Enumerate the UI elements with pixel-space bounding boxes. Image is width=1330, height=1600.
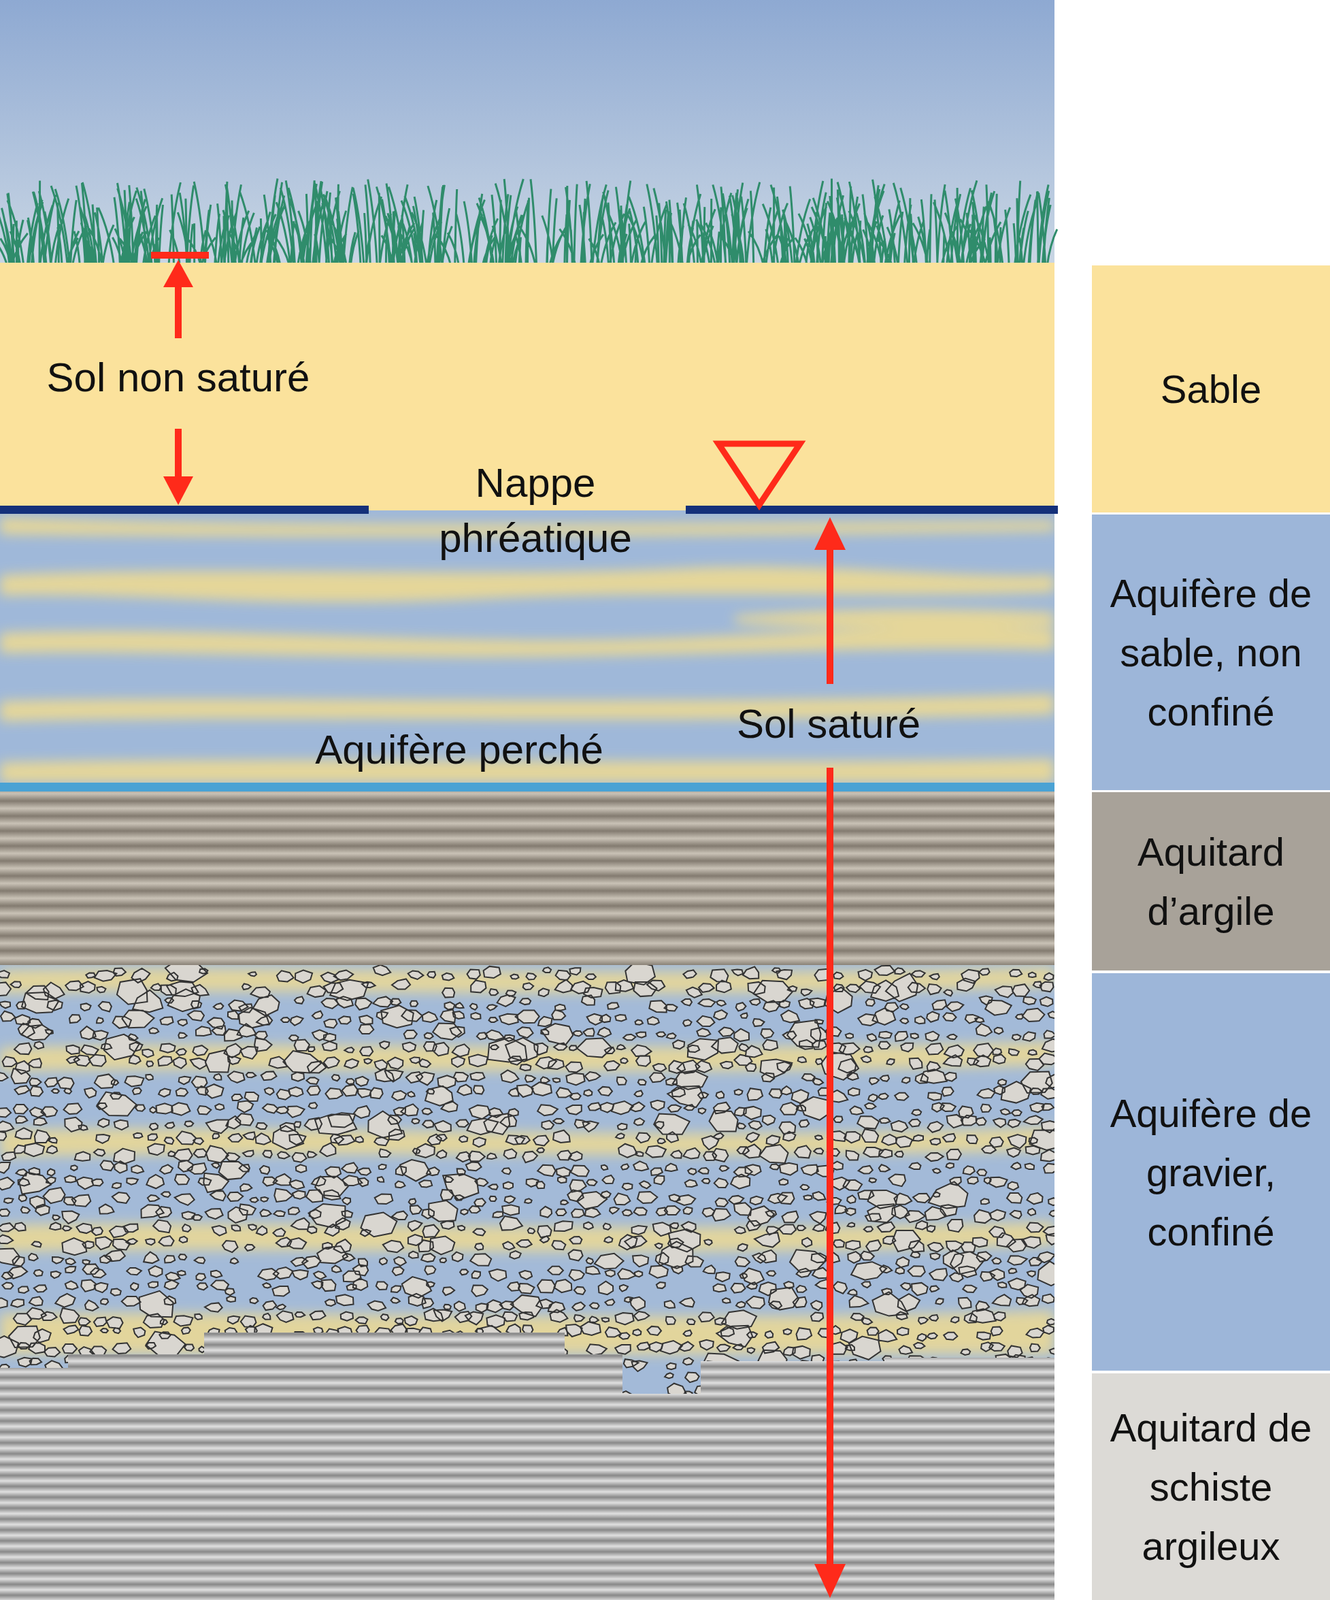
- layer-band: Aquitard d’argile: [1091, 791, 1330, 971]
- grass-strokes: [0, 178, 1058, 267]
- layer-name: Aquitard d’argile: [1098, 821, 1324, 941]
- layer-name: Sable: [1160, 359, 1262, 419]
- layer-band: Aquifère de sable, non confiné: [1091, 514, 1330, 790]
- zone-label: Aquifère perché: [314, 721, 604, 779]
- layer-name: Aquifère de gravier, confiné: [1098, 1083, 1324, 1261]
- layer-band: Sable: [1091, 265, 1330, 513]
- zone-label: Sol non saturé: [46, 348, 311, 407]
- zone-label: Sol saturé: [736, 695, 921, 753]
- layer-name: Aquitard de schiste argileux: [1098, 1397, 1324, 1575]
- zone-label: Nappe phréatique: [399, 455, 672, 566]
- layer-name: Aquifère de sable, non confiné: [1098, 563, 1324, 741]
- layer-band: Aquifère de gravier, confiné: [1091, 972, 1330, 1371]
- layer-band: Aquitard de schiste argileux: [1091, 1372, 1330, 1600]
